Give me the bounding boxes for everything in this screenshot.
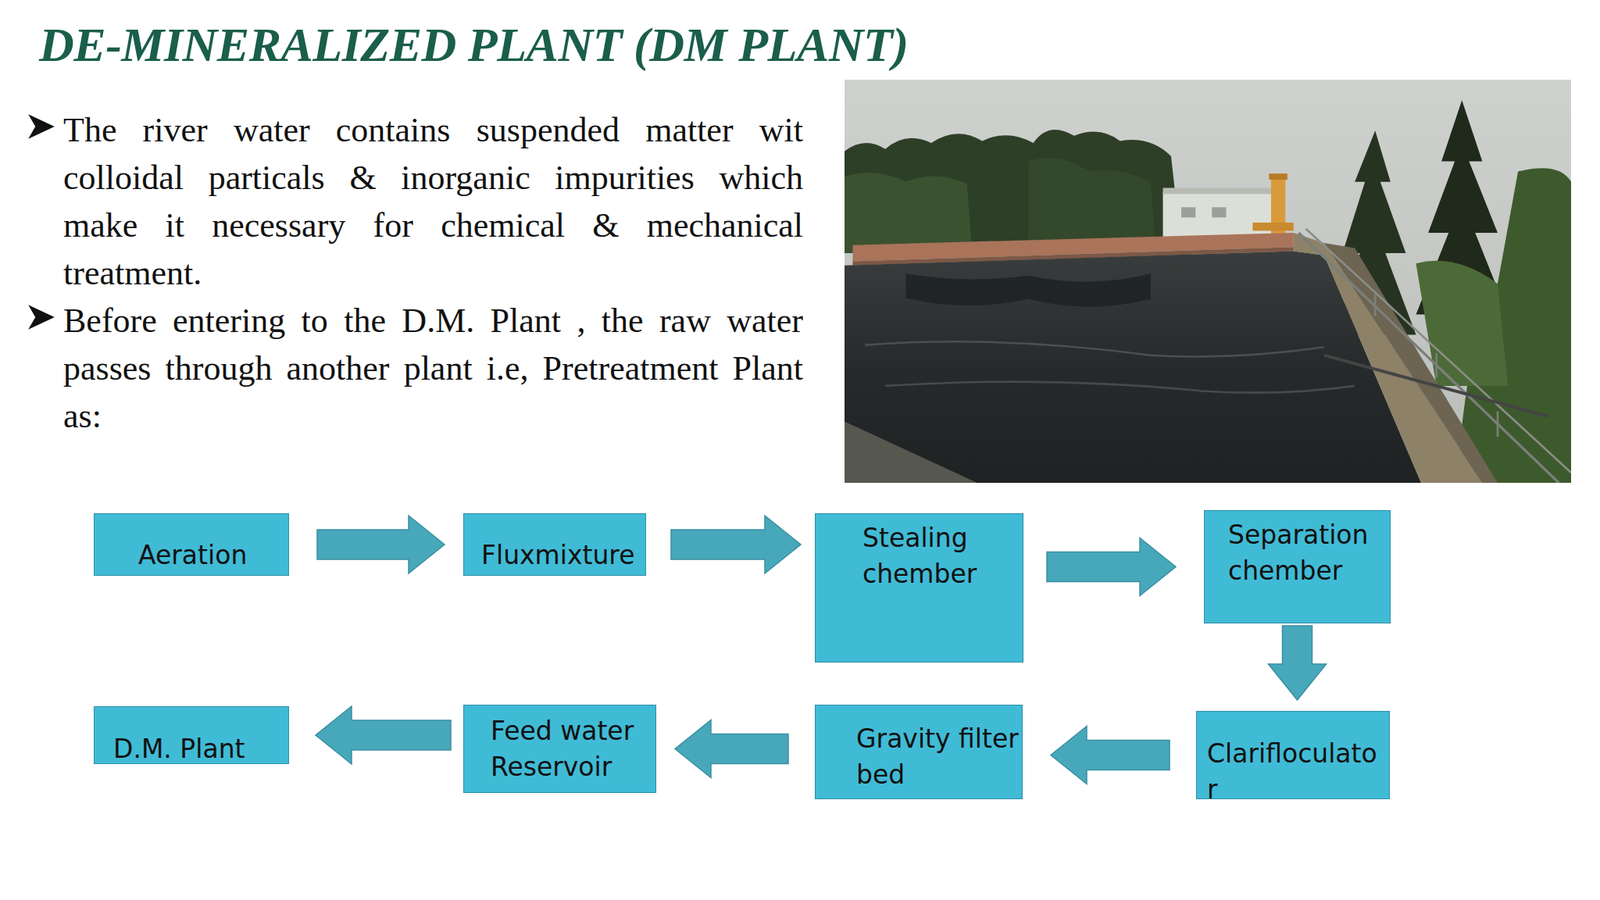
embankment bbox=[1293, 232, 1483, 483]
bullet-text: Before entering to the D.M. Plant , the … bbox=[63, 296, 804, 440]
flow-arrow bbox=[315, 706, 451, 765]
water bbox=[864, 341, 1325, 357]
embankment bbox=[844, 421, 978, 483]
box-label: Gravity filter bed bbox=[856, 721, 1019, 793]
box-label: Separation chember bbox=[1228, 517, 1387, 590]
process-box: Clarifloculator bbox=[1196, 710, 1390, 800]
railing bbox=[1298, 232, 1559, 483]
process-box: Feed water Reservoir bbox=[463, 704, 657, 793]
water bbox=[905, 273, 1150, 307]
process-box: Aeration bbox=[93, 513, 290, 576]
water bbox=[844, 250, 1422, 483]
process-box: Gravity filter bed bbox=[814, 704, 1023, 800]
sky bbox=[844, 79, 1572, 483]
flow-arrow bbox=[675, 720, 789, 779]
water bbox=[844, 250, 1422, 483]
process-box: Separation chember bbox=[1203, 510, 1391, 624]
building bbox=[1181, 207, 1196, 218]
box-label: Clarifloculator bbox=[1207, 735, 1386, 808]
tree-line bbox=[1028, 157, 1156, 250]
process-box: Fluxmixture bbox=[463, 513, 647, 576]
bullet-arrow bbox=[29, 306, 54, 329]
flow-arrow bbox=[1268, 625, 1327, 700]
bullet-arrow bbox=[29, 115, 54, 138]
box-label: Stealing chember bbox=[862, 520, 1020, 593]
sky bbox=[844, 79, 1572, 483]
process-box: Stealing chember bbox=[814, 513, 1024, 663]
flow-arrow bbox=[1050, 726, 1170, 785]
building bbox=[1163, 187, 1278, 194]
conifers bbox=[1415, 260, 1508, 386]
tree-line bbox=[844, 172, 972, 254]
embankment bbox=[844, 232, 1498, 483]
box-label: D.M. Plant bbox=[113, 731, 286, 768]
box-label: Fluxmixture bbox=[481, 537, 643, 574]
box-label: Feed water Reservoir bbox=[490, 713, 653, 786]
building bbox=[1252, 222, 1293, 231]
process-box: D.M. Plant bbox=[93, 706, 290, 765]
tree-line bbox=[844, 129, 1182, 254]
water bbox=[885, 382, 1355, 393]
slide-title: DE-MINERALIZED PLANT (DM PLANT) bbox=[39, 17, 909, 73]
railing bbox=[1305, 228, 1572, 473]
railing bbox=[1298, 228, 1572, 483]
building bbox=[1211, 207, 1226, 218]
railing bbox=[1374, 293, 1377, 317]
railing bbox=[1324, 355, 1549, 417]
railing bbox=[1496, 411, 1500, 438]
flow-arrow bbox=[1046, 538, 1176, 597]
bullet-text: The river water contains suspended matte… bbox=[63, 106, 804, 297]
tree-line bbox=[844, 129, 1182, 254]
flow-arrow bbox=[671, 515, 801, 574]
building bbox=[1268, 173, 1288, 180]
plant-photo bbox=[844, 79, 1572, 483]
railing bbox=[1435, 353, 1438, 378]
flow-arrow bbox=[317, 515, 445, 574]
box-label: Aeration bbox=[138, 537, 286, 574]
